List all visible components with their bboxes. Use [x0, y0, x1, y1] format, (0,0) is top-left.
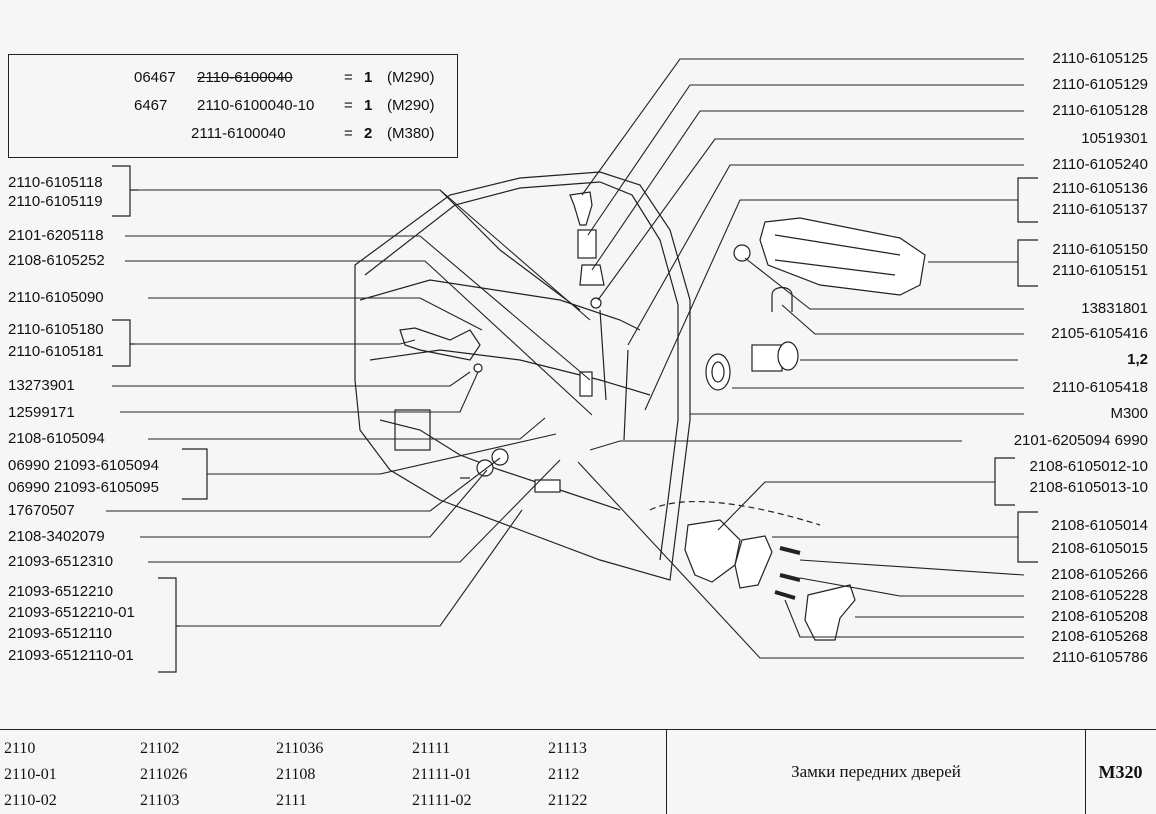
part-label: 2110-6105240	[1052, 156, 1148, 173]
part-label: 2108-6105208	[1051, 608, 1148, 625]
model-code: 2112	[548, 766, 580, 783]
model-code: 21108	[276, 766, 316, 783]
part-label: 2108-6105015	[1051, 540, 1148, 557]
part-label: 06990 21093-6105095	[8, 479, 159, 496]
part-label: 2110-6105150	[1052, 241, 1148, 258]
kit-box: 06467 2110-6100040 = 1 (M290) 6467 2110-…	[8, 54, 458, 158]
page-code: M320	[1098, 761, 1143, 782]
part-label: 2105-6105416	[1051, 325, 1148, 342]
part-label: 2110-6105137	[1052, 201, 1148, 218]
part-label: 2110-6105181	[8, 343, 104, 360]
part-label: 2110-6105119	[8, 193, 103, 210]
kit-model: (M290)	[387, 69, 435, 86]
door-outline	[354, 171, 691, 581]
part-label: 2108-6105268	[1051, 628, 1148, 645]
kit-code: 06467	[134, 69, 176, 86]
model-code: 21103	[140, 792, 180, 809]
part-label: 2108-6105266	[1051, 566, 1148, 583]
model-code: 2111	[276, 792, 307, 809]
outer-handle	[759, 217, 926, 296]
part-label: 13831801	[1081, 300, 1148, 317]
part-label: 2110-6105418	[1052, 379, 1148, 396]
kit-eq: =	[344, 125, 353, 142]
part-label: 2108-6105012-10	[1029, 458, 1148, 475]
kit-row: 6467 2110-6100040-10 = 1 (M290)	[134, 97, 435, 114]
model-code: 21122	[548, 792, 588, 809]
part-label: 2101-6205094 6990	[1013, 432, 1148, 449]
part-label: 2108-6105014	[1051, 517, 1148, 534]
model-list: 2110 21102 211036 21111 21113 2110-01 21…	[0, 730, 666, 814]
kit-part: 2110-6100040	[197, 69, 293, 86]
kit-model: (M290)	[387, 97, 435, 114]
kit-part: 2111-6100040	[191, 125, 286, 142]
part-label: 2101-6205118	[8, 227, 104, 244]
model-code: 21113	[548, 740, 587, 757]
part-label: 2110-6105786	[1052, 649, 1148, 666]
model-code: 21102	[140, 740, 180, 757]
part-label: 2110-6105125	[1052, 50, 1148, 67]
kit-model: (M380)	[387, 125, 435, 142]
model-code: 211026	[140, 766, 188, 783]
part-label: 2110-6105118	[8, 174, 103, 191]
footer: 2110 21102 211036 21111 21113 2110-01 21…	[0, 729, 1156, 814]
kit-eq: =	[344, 97, 353, 114]
kit-part: 2110-6100040-10	[197, 97, 315, 114]
model-code: 21111-01	[412, 766, 472, 783]
lock-latch	[684, 519, 741, 583]
part-label: 2110-6105151	[1052, 262, 1148, 279]
part-label: 06990 21093-6105094	[8, 457, 159, 474]
part-label: 21093-6512210	[8, 583, 114, 600]
model-code: 21111-02	[412, 792, 472, 809]
part-label: 21093-6512110-01	[8, 647, 134, 664]
model-code: 2110	[4, 740, 36, 757]
part-label: 2108-6105252	[8, 252, 105, 269]
part-label: 21093-6512210-01	[8, 604, 135, 621]
kit-qty: 1	[364, 97, 373, 114]
part-label: 12599171	[8, 404, 75, 421]
kit-code: 6467	[134, 97, 168, 114]
part-label: M300	[1110, 405, 1148, 422]
part-label: 21093-6512110	[8, 625, 112, 642]
part-label: 2108-6105013-10	[1029, 479, 1148, 496]
part-label: 2110-6105128	[1052, 102, 1148, 119]
model-code: 2110-02	[4, 792, 57, 809]
part-label: 21093-6512310	[8, 553, 114, 570]
part-label: 10519301	[1081, 130, 1148, 147]
kit-qty: 1	[364, 69, 373, 86]
part-label: 2108-6105094	[8, 430, 105, 447]
part-label: 2110-6105136	[1052, 180, 1148, 197]
part-label: 2110-6105129	[1052, 76, 1148, 93]
kit-qty: 2	[364, 125, 373, 142]
part-label: 1,2	[1127, 351, 1148, 368]
kit-eq: =	[344, 69, 353, 86]
part-label: 2110-6105090	[8, 289, 104, 306]
model-code: 21111	[412, 740, 451, 757]
part-label: 2110-6105180	[8, 321, 104, 338]
model-code: 211036	[276, 740, 324, 757]
page-title: Замки передних дверей	[666, 730, 1086, 814]
part-label: 2108-6105228	[1051, 587, 1148, 604]
inner-handle	[399, 327, 481, 361]
part-label: 2108-3402079	[8, 528, 105, 545]
model-code: 2110-01	[4, 766, 57, 783]
kit-row: 06467 2110-6100040 = 1 (M290)	[134, 69, 435, 86]
part-label: 17670507	[8, 502, 75, 519]
part-label: 13273901	[8, 377, 75, 394]
